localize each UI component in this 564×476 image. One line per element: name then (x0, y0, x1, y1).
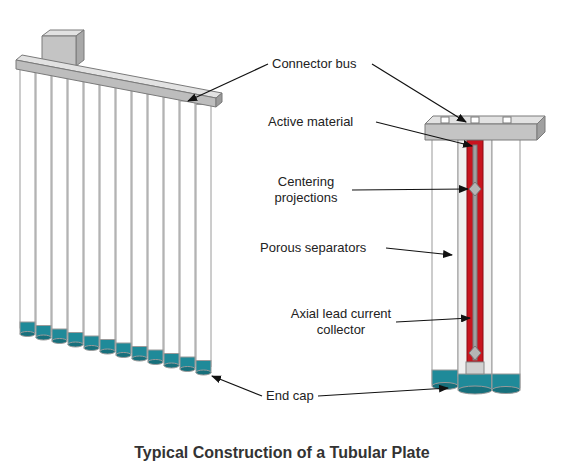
part-label: Axial lead current collector (286, 306, 396, 338)
part-label: Porous separators (260, 240, 366, 256)
cutaway-bus-bar (425, 116, 545, 140)
tube-row (20, 66, 211, 375)
cutaway-tubes (432, 128, 520, 394)
leader-arrows (188, 64, 472, 396)
part-label: End cap (266, 388, 314, 404)
part-label: Active material (268, 114, 353, 130)
connector-bus-bar (16, 30, 222, 107)
figure-caption: Typical Construction of a Tubular Plate (0, 444, 564, 462)
part-label: Centering projections (262, 174, 350, 206)
part-label: Connector bus (272, 56, 357, 72)
